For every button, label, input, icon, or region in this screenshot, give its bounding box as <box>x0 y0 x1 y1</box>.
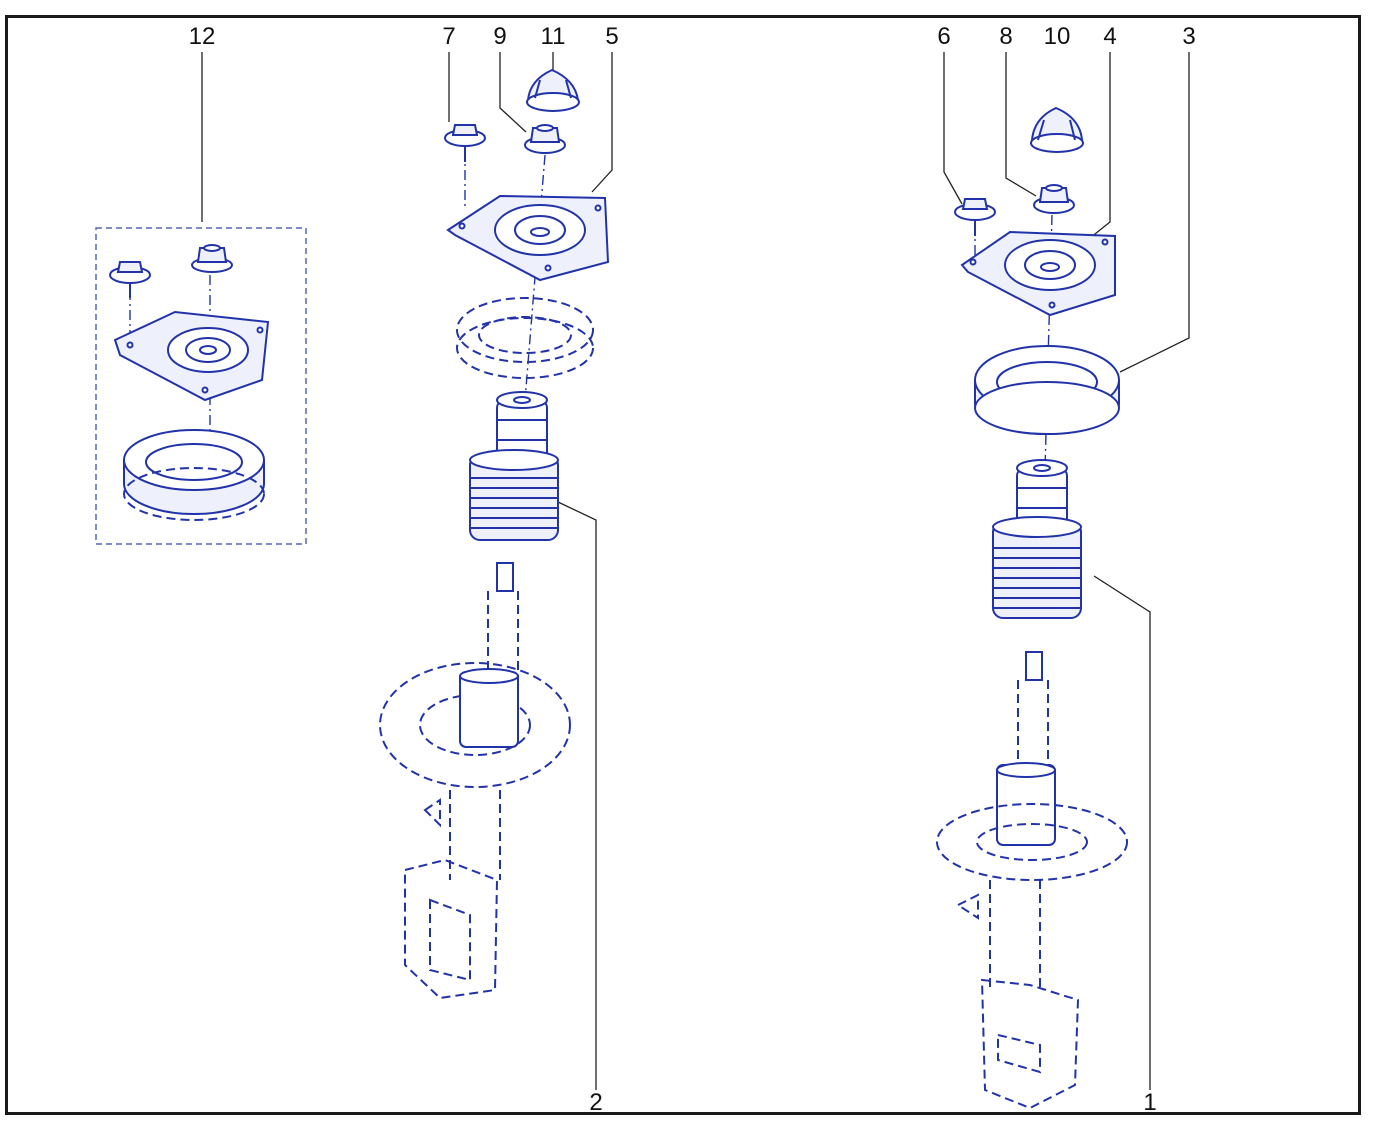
shock-absorber-left-icon <box>379 562 571 1000</box>
callout-2: 2 <box>589 1089 602 1116</box>
callout-11: 11 <box>541 23 566 50</box>
callout-3: 3 <box>1182 23 1195 50</box>
bolt-7-icon <box>444 124 486 162</box>
callout-7: 7 <box>442 23 455 50</box>
right-strut-assembly <box>936 106 1128 1110</box>
callout-9: 9 <box>493 23 506 50</box>
callout-4: 4 <box>1103 23 1116 50</box>
kit-nut-icon <box>191 244 233 273</box>
mount-plate-5-icon <box>446 194 610 282</box>
dust-boot-1-icon <box>992 516 1082 619</box>
callout-1: 1 <box>1143 1089 1156 1116</box>
cap-10-icon <box>1030 106 1084 153</box>
dust-boot-2-icon <box>469 449 559 541</box>
mount-plate-4-icon <box>960 230 1116 317</box>
kit-outline-box <box>95 227 307 545</box>
callout-8: 8 <box>999 23 1012 50</box>
shock-absorber-right-icon <box>936 651 1128 1110</box>
kit-bearing-icon <box>123 429 265 521</box>
kit-bolt-icon <box>109 261 151 298</box>
diagram-frame <box>5 15 1361 1115</box>
callout-6: 6 <box>937 23 950 50</box>
callout-5: 5 <box>605 23 618 50</box>
bolt-6-icon <box>954 198 996 236</box>
callout-12: 12 <box>189 23 216 50</box>
nut-8-icon <box>1033 184 1075 214</box>
nut-9-icon <box>524 124 566 154</box>
bearing-dashed-icon <box>456 297 594 379</box>
callout-10: 10 <box>1044 23 1071 50</box>
left-strut-assembly <box>379 68 610 1000</box>
bump-stop-left-icon <box>496 391 548 461</box>
bearing-3-icon <box>974 345 1120 435</box>
kit-mount-plate-icon <box>113 310 270 402</box>
cap-11-icon <box>526 68 580 112</box>
kit-12 <box>109 244 270 521</box>
